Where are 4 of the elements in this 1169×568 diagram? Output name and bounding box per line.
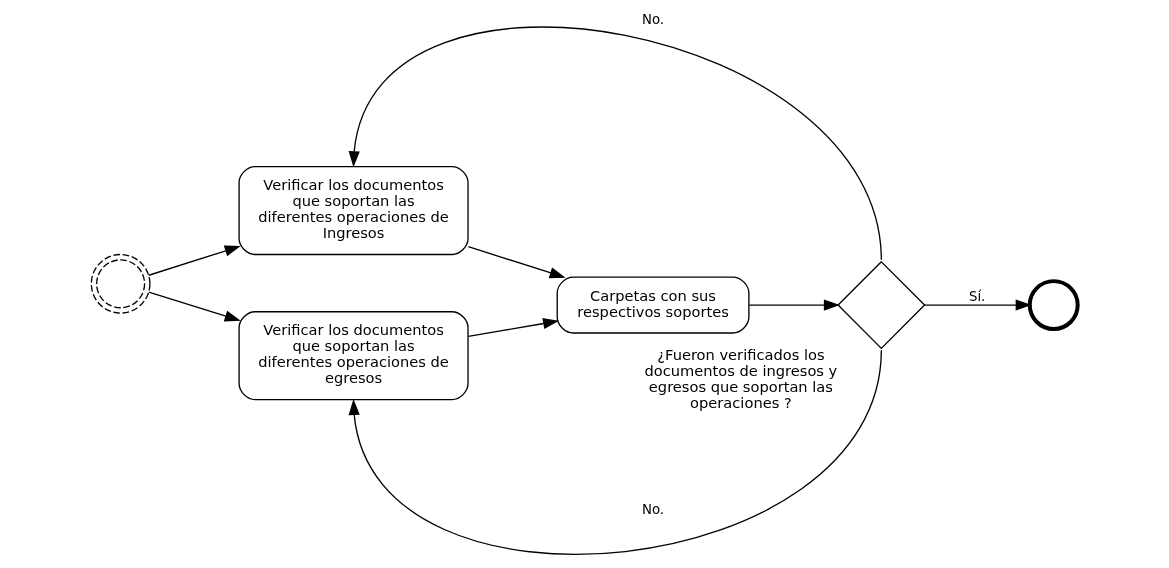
node-label: ¿Fueron verificados los documentos de ingresos y egresos que soportan las operaciones ? bbox=[644, 346, 838, 411]
edge-label: No. bbox=[642, 502, 665, 518]
edge-label: No. bbox=[642, 12, 665, 28]
edge-label: Sí. bbox=[968, 289, 986, 305]
